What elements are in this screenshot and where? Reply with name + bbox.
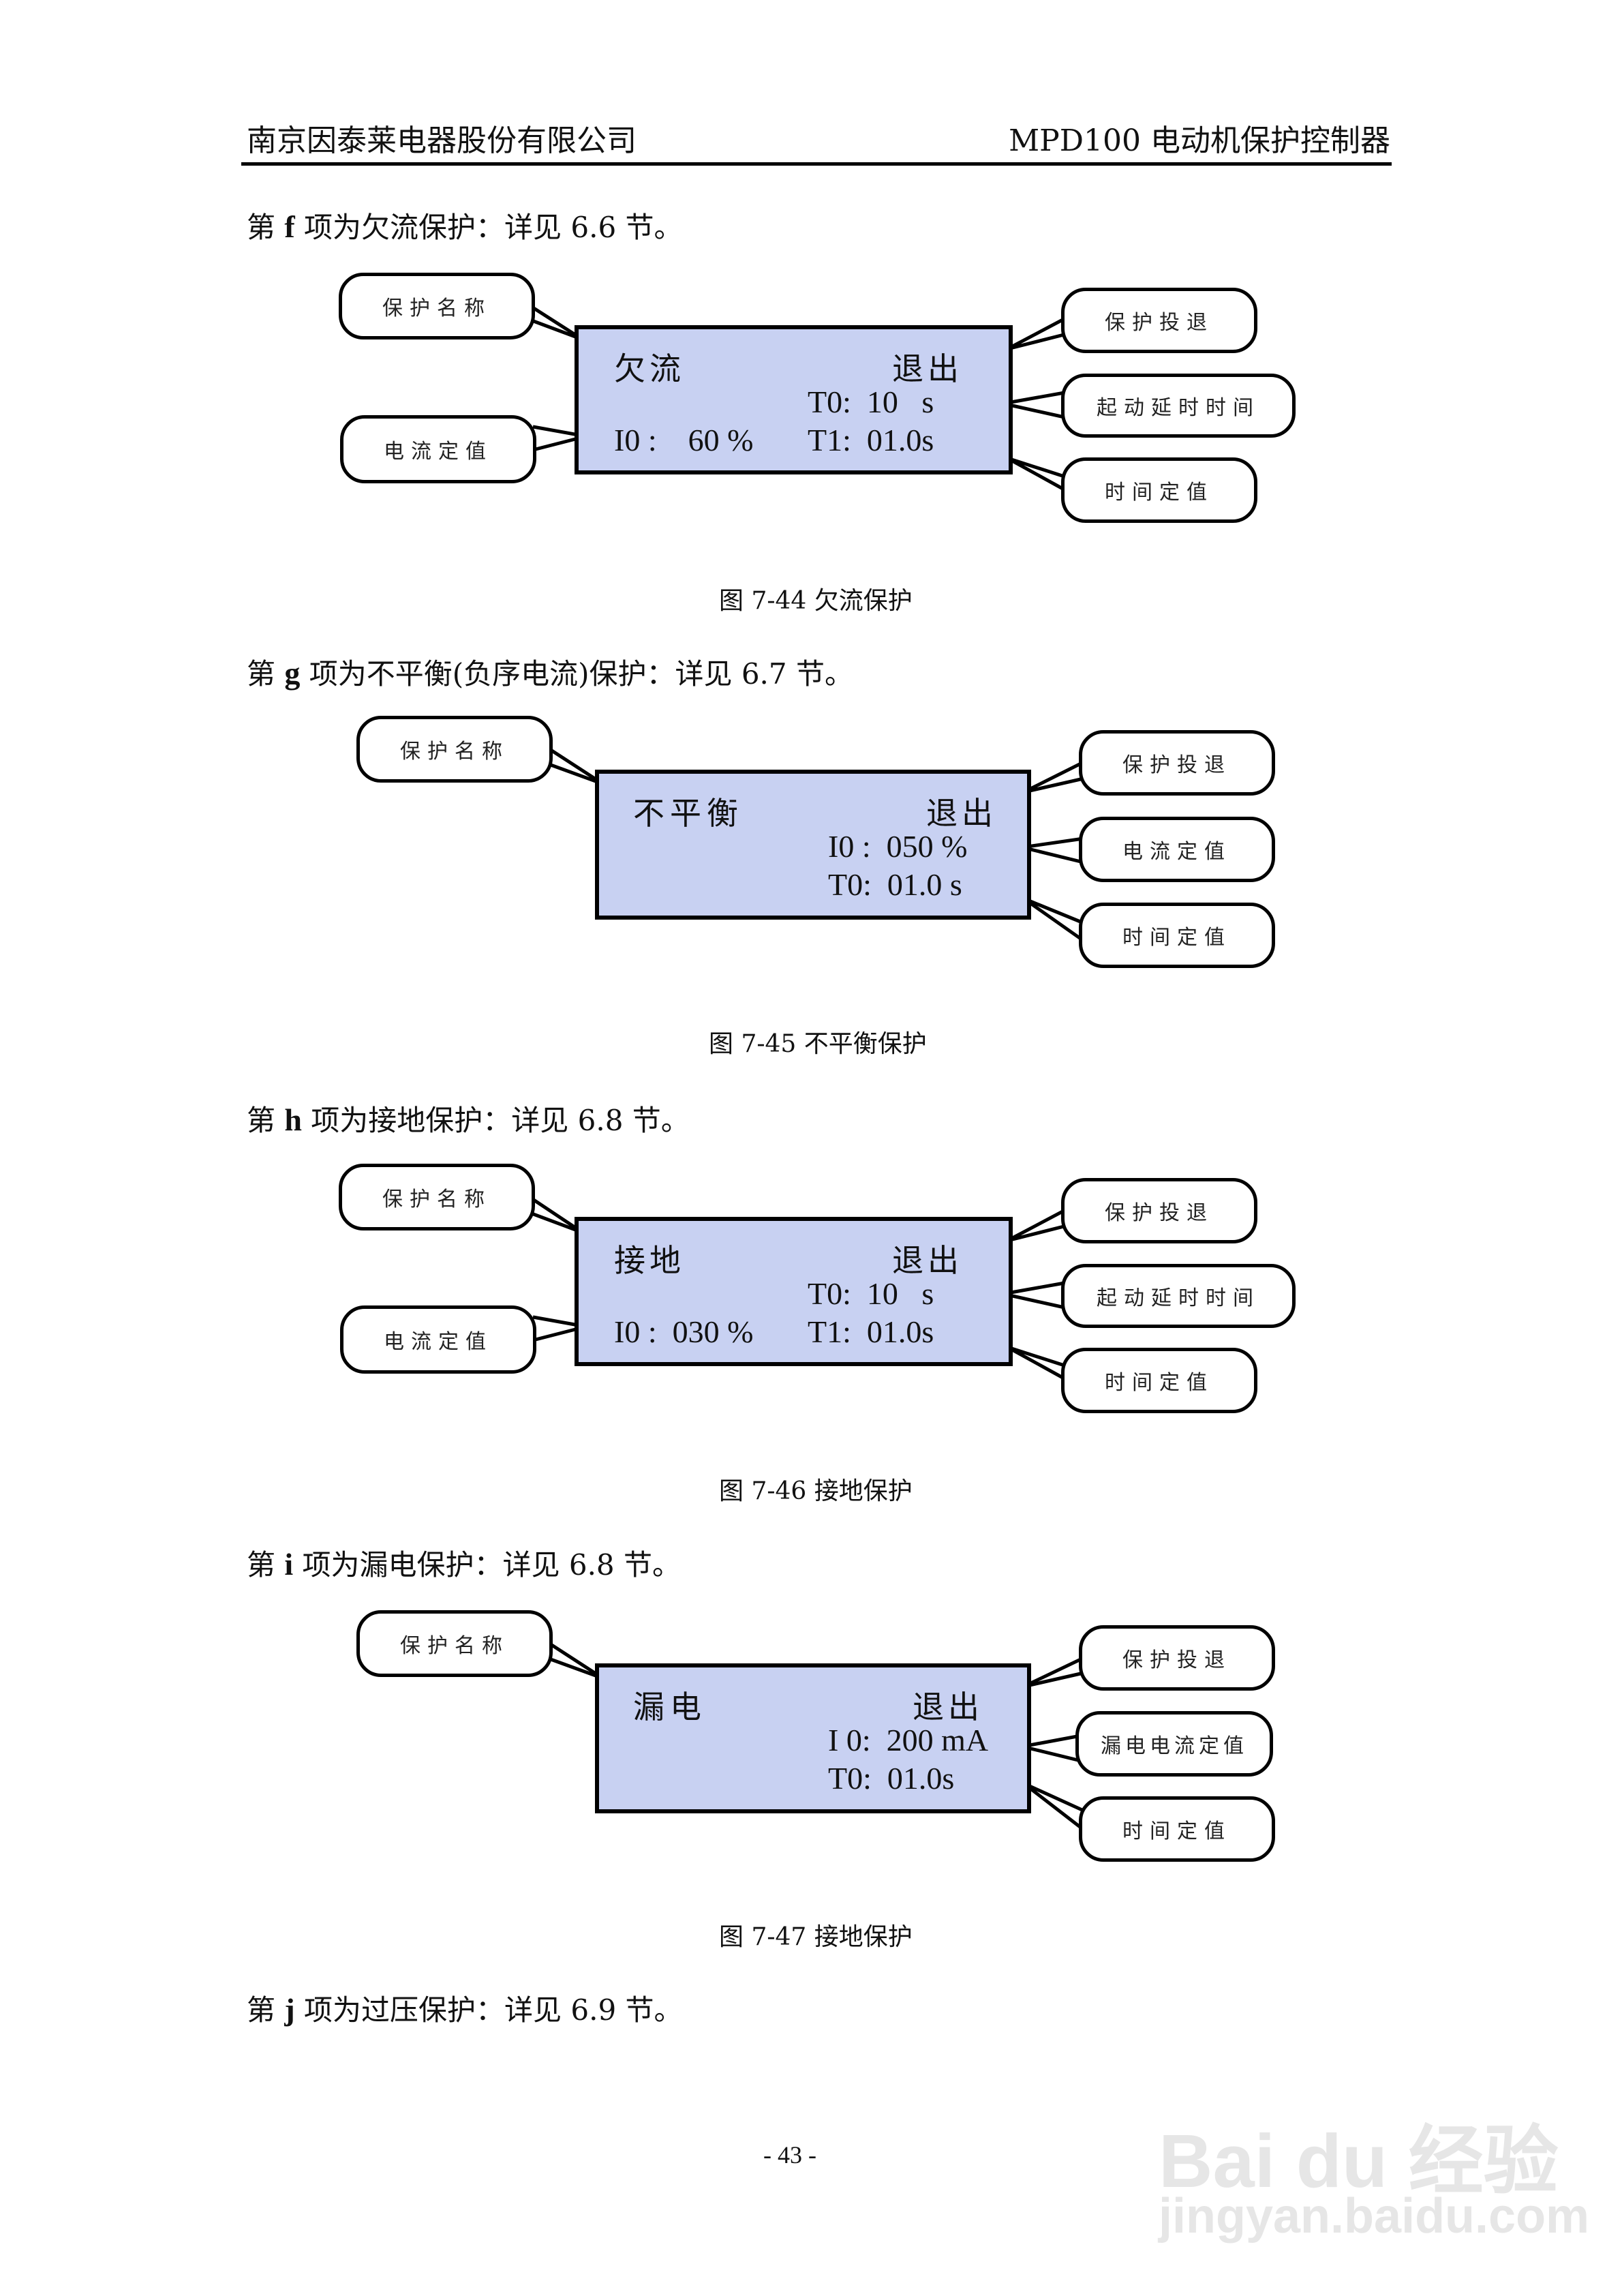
paragraph-j: 第 j 项为过压保护：详见 6.9 节。 bbox=[247, 1987, 683, 2029]
lcd-t0-value: T0: 01.0s bbox=[828, 1761, 955, 1796]
figure-caption-7-46: 图 7-46 接地保护 bbox=[719, 1477, 913, 1505]
callout-label: 保护投退 bbox=[1105, 311, 1214, 335]
callout-protection-name: 保护名称 bbox=[339, 1164, 535, 1230]
lcd-display: 不平衡 退出 I0 : 050 % T0: 01.0 s bbox=[595, 770, 1031, 920]
lcd-protection-name: 接地 bbox=[614, 1243, 685, 1278]
para-suffix: 项为不平衡(负序电流)保护：详见 6.7 节。 bbox=[300, 657, 853, 691]
callout-label: 时间定值 bbox=[1122, 926, 1231, 950]
figure-7-45: 保护名称 保护投退 电流定值 时间定值 不平衡 退出 I0 : 050 % T0… bbox=[0, 0, 1622, 1023]
callout-label: 保护投退 bbox=[1105, 1201, 1214, 1225]
callout-label: 时间定值 bbox=[1105, 481, 1214, 504]
paragraph-g: 第 g 项为不平衡(负序电流)保护：详见 6.7 节。 bbox=[247, 651, 853, 693]
lcd-i0-value: I0 : 050 % bbox=[828, 829, 968, 864]
lcd-display: 漏电 退出 I 0: 200 mA T0: 01.0s bbox=[595, 1663, 1031, 1813]
para-prefix: 第 bbox=[247, 1993, 285, 2027]
para-prefix: 第 bbox=[247, 657, 285, 691]
figure-caption-7-45: 图 7-45 不平衡保护 bbox=[709, 1030, 927, 1058]
callout-leakage-current-setting: 漏电电流定值 bbox=[1075, 1711, 1273, 1777]
lcd-t1-value: T1: 01.0s bbox=[808, 1314, 934, 1349]
callout-label: 电流定值 bbox=[384, 440, 493, 464]
paragraph-h: 第 h 项为接地保护：详见 6.8 节。 bbox=[247, 1098, 690, 1139]
para-suffix: 项为欠流保护：详见 6.6 节。 bbox=[294, 211, 683, 244]
lcd-protection-name: 不平衡 bbox=[633, 796, 744, 831]
callout-label: 电流定值 bbox=[384, 1330, 493, 1354]
para-suffix: 项为漏电保护：详见 6.8 节。 bbox=[293, 1548, 681, 1582]
lcd-i0-value: I0 : 60 % bbox=[614, 423, 754, 457]
item-letter: h bbox=[284, 1102, 302, 1137]
page-number: - 43 - bbox=[763, 2141, 816, 2169]
figure-caption-7-44: 图 7-44 欠流保护 bbox=[719, 587, 913, 615]
callout-label: 保护名称 bbox=[400, 1634, 509, 1658]
baidu-watermark-url: jingyan.baidu.com bbox=[1159, 2189, 1590, 2244]
lcd-display: 欠流 退出 T0: 10 s I0 : 60 % T1: 01.0s bbox=[575, 325, 1013, 474]
callout-enable-disable: 保护投退 bbox=[1061, 1178, 1257, 1243]
item-letter: i bbox=[284, 1547, 294, 1582]
callout-label: 时间定值 bbox=[1105, 1371, 1214, 1395]
callout-time-setting: 时间定值 bbox=[1079, 903, 1275, 968]
callout-enable-disable: 保护投退 bbox=[1061, 288, 1257, 353]
lcd-display: 接地 退出 T0: 10 s I0 : 030 % T1: 01.0s bbox=[575, 1217, 1013, 1366]
callout-protection-name: 保护名称 bbox=[356, 716, 553, 783]
callout-pointers bbox=[549, 1642, 1085, 1831]
header-rule bbox=[241, 162, 1392, 166]
callout-protection-name: 保护名称 bbox=[356, 1610, 553, 1677]
paragraph-i: 第 i 项为漏电保护：详见 6.8 节。 bbox=[247, 1542, 681, 1584]
callout-label: 起动延时时间 bbox=[1097, 1286, 1260, 1310]
header-company: 南京因泰莱电器股份有限公司 bbox=[247, 123, 637, 158]
callout-label: 保护名称 bbox=[382, 297, 491, 320]
callout-label: 电流定值 bbox=[1122, 840, 1231, 864]
callout-label: 保护投退 bbox=[1122, 753, 1231, 777]
callout-protection-name: 保护名称 bbox=[339, 273, 535, 339]
para-suffix: 项为接地保护：详见 6.8 节。 bbox=[301, 1104, 690, 1137]
figure-7-46: 保护名称 电流定值 保护投退 起动延时时间 时间定值 接地 退出 T0: 10 … bbox=[339, 1164, 1296, 1413]
lcd-status: 退出 bbox=[892, 1243, 963, 1278]
lcd-i0-value: I 0: 200 mA bbox=[828, 1723, 989, 1757]
callout-start-delay: 起动延时时间 bbox=[1061, 374, 1296, 438]
item-letter: f bbox=[284, 209, 295, 244]
lcd-status: 退出 bbox=[926, 796, 997, 831]
callout-label: 保护投退 bbox=[1122, 1648, 1231, 1672]
lcd-protection-name: 漏电 bbox=[633, 1690, 707, 1725]
lcd-t0-value: T0: 01.0 s bbox=[828, 867, 962, 902]
callout-time-setting: 时间定值 bbox=[1079, 1796, 1275, 1862]
para-prefix: 第 bbox=[247, 1548, 285, 1582]
callout-time-setting: 时间定值 bbox=[1061, 1348, 1257, 1413]
callout-current-setting: 电流定值 bbox=[340, 1305, 536, 1374]
lcd-protection-name: 欠流 bbox=[614, 352, 685, 387]
figure-7-47: 保护名称 保护投退 漏电电流定值 时间定值 漏电 退出 I 0: 200 mA … bbox=[356, 1610, 1275, 1862]
lcd-status: 退出 bbox=[913, 1690, 983, 1725]
callout-current-setting: 电流定值 bbox=[1079, 817, 1275, 882]
callout-enable-disable: 保护投退 bbox=[1079, 730, 1275, 796]
callout-label: 保护名称 bbox=[382, 1188, 491, 1211]
para-prefix: 第 bbox=[247, 211, 285, 244]
lcd-status: 退出 bbox=[892, 352, 963, 387]
paragraph-f: 第 f 项为欠流保护：详见 6.6 节。 bbox=[247, 205, 683, 246]
para-suffix: 项为过压保护：详见 6.9 节。 bbox=[294, 1993, 683, 2027]
lcd-i0-value: I0 : 030 % bbox=[614, 1314, 754, 1349]
lcd-t0-value: T0: 10 s bbox=[808, 384, 934, 419]
callout-current-setting: 电流定值 bbox=[340, 415, 536, 483]
para-prefix: 第 bbox=[247, 1104, 285, 1137]
item-letter: j bbox=[284, 1992, 295, 2027]
callout-label: 起动延时时间 bbox=[1097, 396, 1260, 420]
callout-start-delay: 起动延时时间 bbox=[1061, 1264, 1296, 1328]
lcd-t1-value: T1: 01.0s bbox=[808, 423, 934, 457]
callout-enable-disable: 保护投退 bbox=[1079, 1625, 1275, 1691]
figure-caption-7-47: 图 7-47 接地保护 bbox=[719, 1923, 913, 1951]
baidu-watermark-logo: Bai du 经验 bbox=[1159, 2119, 1559, 2203]
callout-time-setting: 时间定值 bbox=[1061, 457, 1257, 523]
header-product: MPD100 电动机保护控制器 bbox=[1009, 123, 1390, 158]
item-letter: g bbox=[284, 656, 301, 691]
callout-label: 保护名称 bbox=[400, 740, 509, 764]
callout-label: 时间定值 bbox=[1122, 1819, 1231, 1843]
lcd-t0-value: T0: 10 s bbox=[808, 1276, 934, 1311]
callout-label: 漏电电流定值 bbox=[1101, 1734, 1248, 1758]
